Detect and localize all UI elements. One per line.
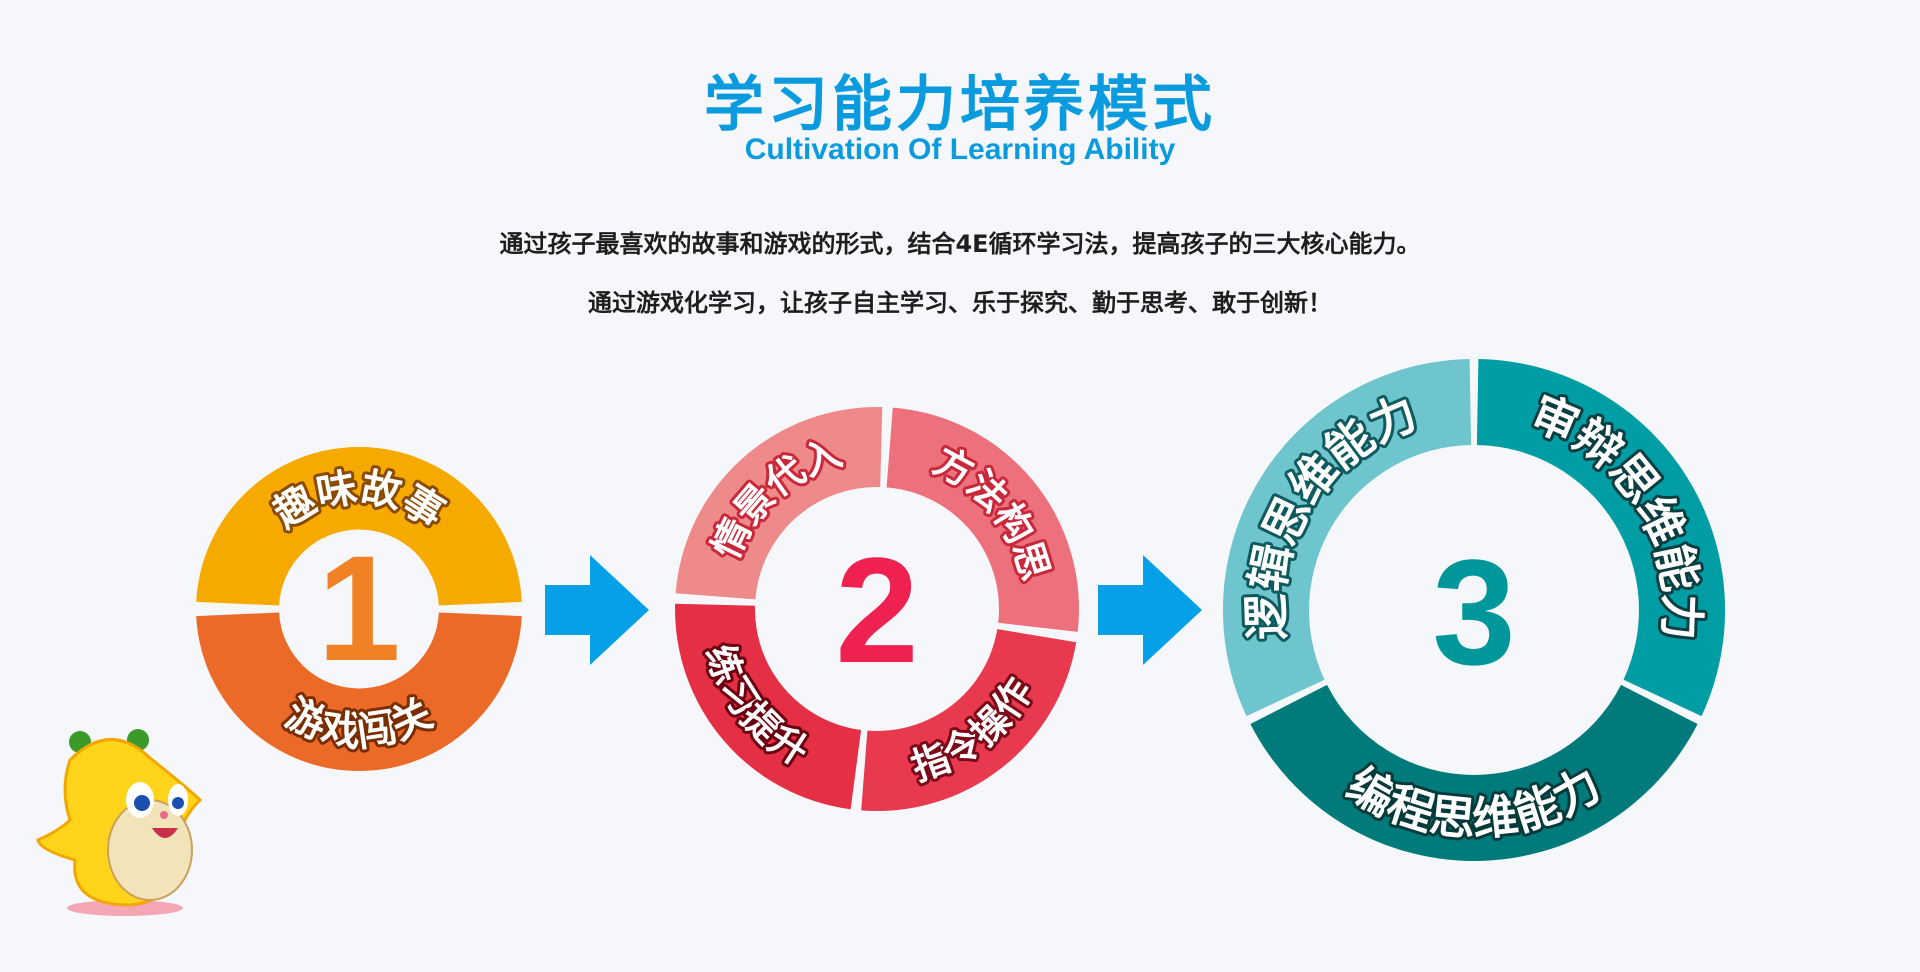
stage-number-3: 3: [1432, 528, 1515, 696]
right-arrow-icon: [1098, 555, 1202, 665]
intro-line-2: 通过游戏化学习，让孩子自主学习、乐于探究、勤于思考、敢于创新！: [588, 289, 1332, 317]
right-arrow-icon: [545, 555, 649, 665]
intro-line-1: 通过孩子最喜欢的故事和游戏的形式，结合4E循环学习法，提高孩子的三大核心能力。: [499, 230, 1421, 258]
segment-practice: [675, 603, 862, 810]
page-title: 学习能力培养模式: [704, 70, 1216, 140]
segment-programming-thinking: [1250, 684, 1698, 861]
segment-instruction: [861, 629, 1077, 812]
segment-interesting-story: [196, 446, 522, 606]
segment-critical-thinking: [1476, 359, 1726, 717]
stage-2-circle: 情景代入 方法构思 指令操作 练习提升 2: [675, 407, 1080, 812]
segment-scenario: [675, 407, 883, 600]
page-subtitle: Cultivation Of Learning Ability: [744, 133, 1176, 166]
segment-logical-thinking: [1222, 359, 1472, 717]
stage-1-circle: 趣味故事 游戏闯关 1: [196, 446, 522, 772]
stage-3-circle: 逻辑思维能力 审辩思维能力 编程思维能力 3: [1222, 359, 1726, 861]
segment-game-levels: [196, 612, 522, 772]
mascot-icon: [36, 729, 203, 916]
stage-number-1: 1: [317, 524, 400, 692]
stage-number-2: 2: [835, 526, 918, 694]
segment-method: [886, 407, 1080, 632]
